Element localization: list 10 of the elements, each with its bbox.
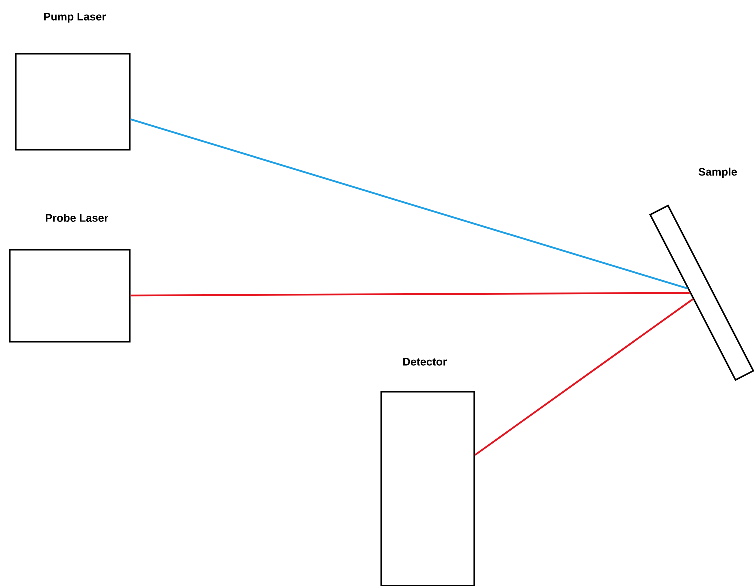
laser-box: Probe Laser: [9, 214, 131, 343]
node-label: Pump Laser: [44, 13, 106, 23]
beam-line: [130, 118, 688, 290]
node-label: Detector: [404, 358, 448, 366]
node-label: Sample: [698, 168, 738, 178]
beam-line: [474, 298, 694, 456]
detector-box: Detector: [380, 358, 476, 586]
node-label: Probe Laser: [46, 214, 108, 222]
laser-box: Pump Laser: [15, 13, 131, 151]
beam-line: [130, 292, 690, 297]
